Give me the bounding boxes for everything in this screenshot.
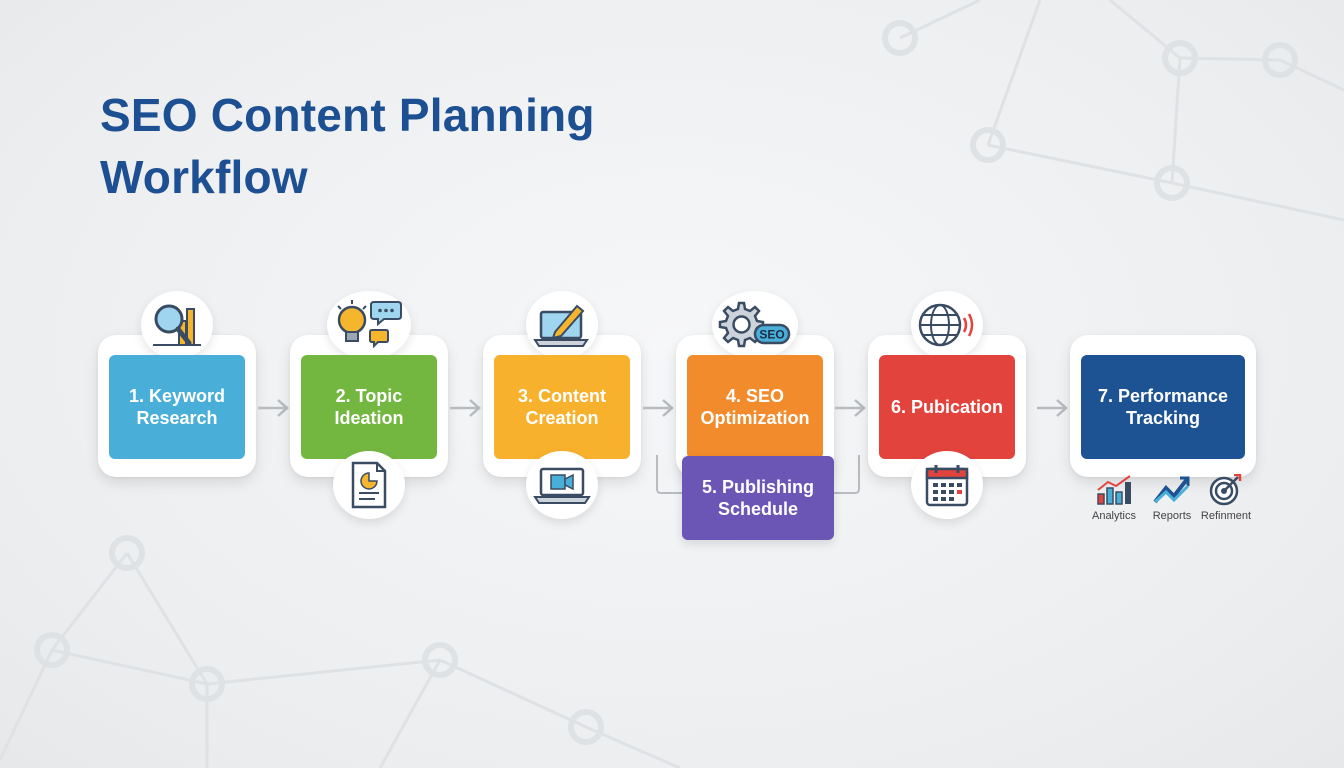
arrow-6-to-7 <box>1037 399 1068 417</box>
title-line-2: Workflow <box>100 151 308 203</box>
tool-label: Refinment <box>1200 510 1252 522</box>
top-icon-badge <box>526 291 598 359</box>
target-icon <box>1209 474 1242 506</box>
tool-reports: Reports <box>1142 474 1202 522</box>
step-label-box: 3. Content Creation <box>494 355 630 459</box>
calendar-icon <box>925 465 969 507</box>
title-line-1: SEO Content Planning <box>100 89 595 141</box>
arrow-2-to-3 <box>450 399 481 417</box>
top-icon-badge <box>911 291 983 359</box>
document-icon <box>351 461 387 509</box>
tool-label: Reports <box>1152 510 1192 522</box>
gear-seo-icon: SEO <box>718 301 791 348</box>
arrow-1-to-2 <box>258 399 289 417</box>
tool-analytics: Analytics <box>1084 474 1144 522</box>
svg-text:SEO: SEO <box>759 328 784 342</box>
step-card-topic-ideation[interactable]: 2. Topic Ideation <box>290 291 448 519</box>
bottom-icon-badge <box>526 451 598 519</box>
tool-refinement: Refinment <box>1196 474 1256 522</box>
step-card-keyword-research[interactable]: 1. Keyword Research <box>98 291 256 477</box>
step-card-seo-optimization[interactable]: SEO 4. SEO Optimization <box>676 291 834 477</box>
bottom-icon-badge <box>333 451 405 519</box>
step-label-box: 7. Performance Tracking <box>1081 355 1245 459</box>
laptop-pencil-icon <box>533 304 589 347</box>
top-icon-badge: SEO <box>712 291 798 359</box>
step-label-box: 1. Keyword Research <box>109 355 245 459</box>
step-card-publishing-schedule[interactable]: 5. Publishing Schedule <box>682 456 834 540</box>
bottom-icon-badge <box>911 451 983 519</box>
arrow-4-to-6 <box>835 399 866 417</box>
schedule-bracket-connector <box>656 455 860 494</box>
lightbulb-chat-icon <box>337 300 402 349</box>
arrow-3-to-4 <box>643 399 674 417</box>
step-card-content-creation[interactable]: 3. Content Creation <box>483 291 641 519</box>
page-title: SEO Content Planning Workflow <box>100 84 595 208</box>
globe-icon <box>918 303 974 347</box>
step-label-box: 2. Topic Ideation <box>301 355 437 459</box>
step-label-box: 4. SEO Optimization <box>687 355 823 459</box>
tool-label: Analytics <box>1091 510 1137 522</box>
step-card-performance-tracking[interactable]: 7. Performance Tracking <box>1070 335 1256 477</box>
tracking-tools: Analytics Reports Refinment <box>1084 474 1266 534</box>
laptop-video-icon <box>533 467 591 504</box>
step-label-box: 6. Pubication <box>879 355 1015 459</box>
top-icon-badge <box>141 291 213 359</box>
step-card-publication[interactable]: 6. Pubication <box>868 291 1026 519</box>
magnifier-chart-icon <box>153 304 201 346</box>
bar-chart-trend-icon <box>1097 475 1131 505</box>
top-icon-badge <box>327 291 411 359</box>
trend-line-icon <box>1153 476 1190 504</box>
